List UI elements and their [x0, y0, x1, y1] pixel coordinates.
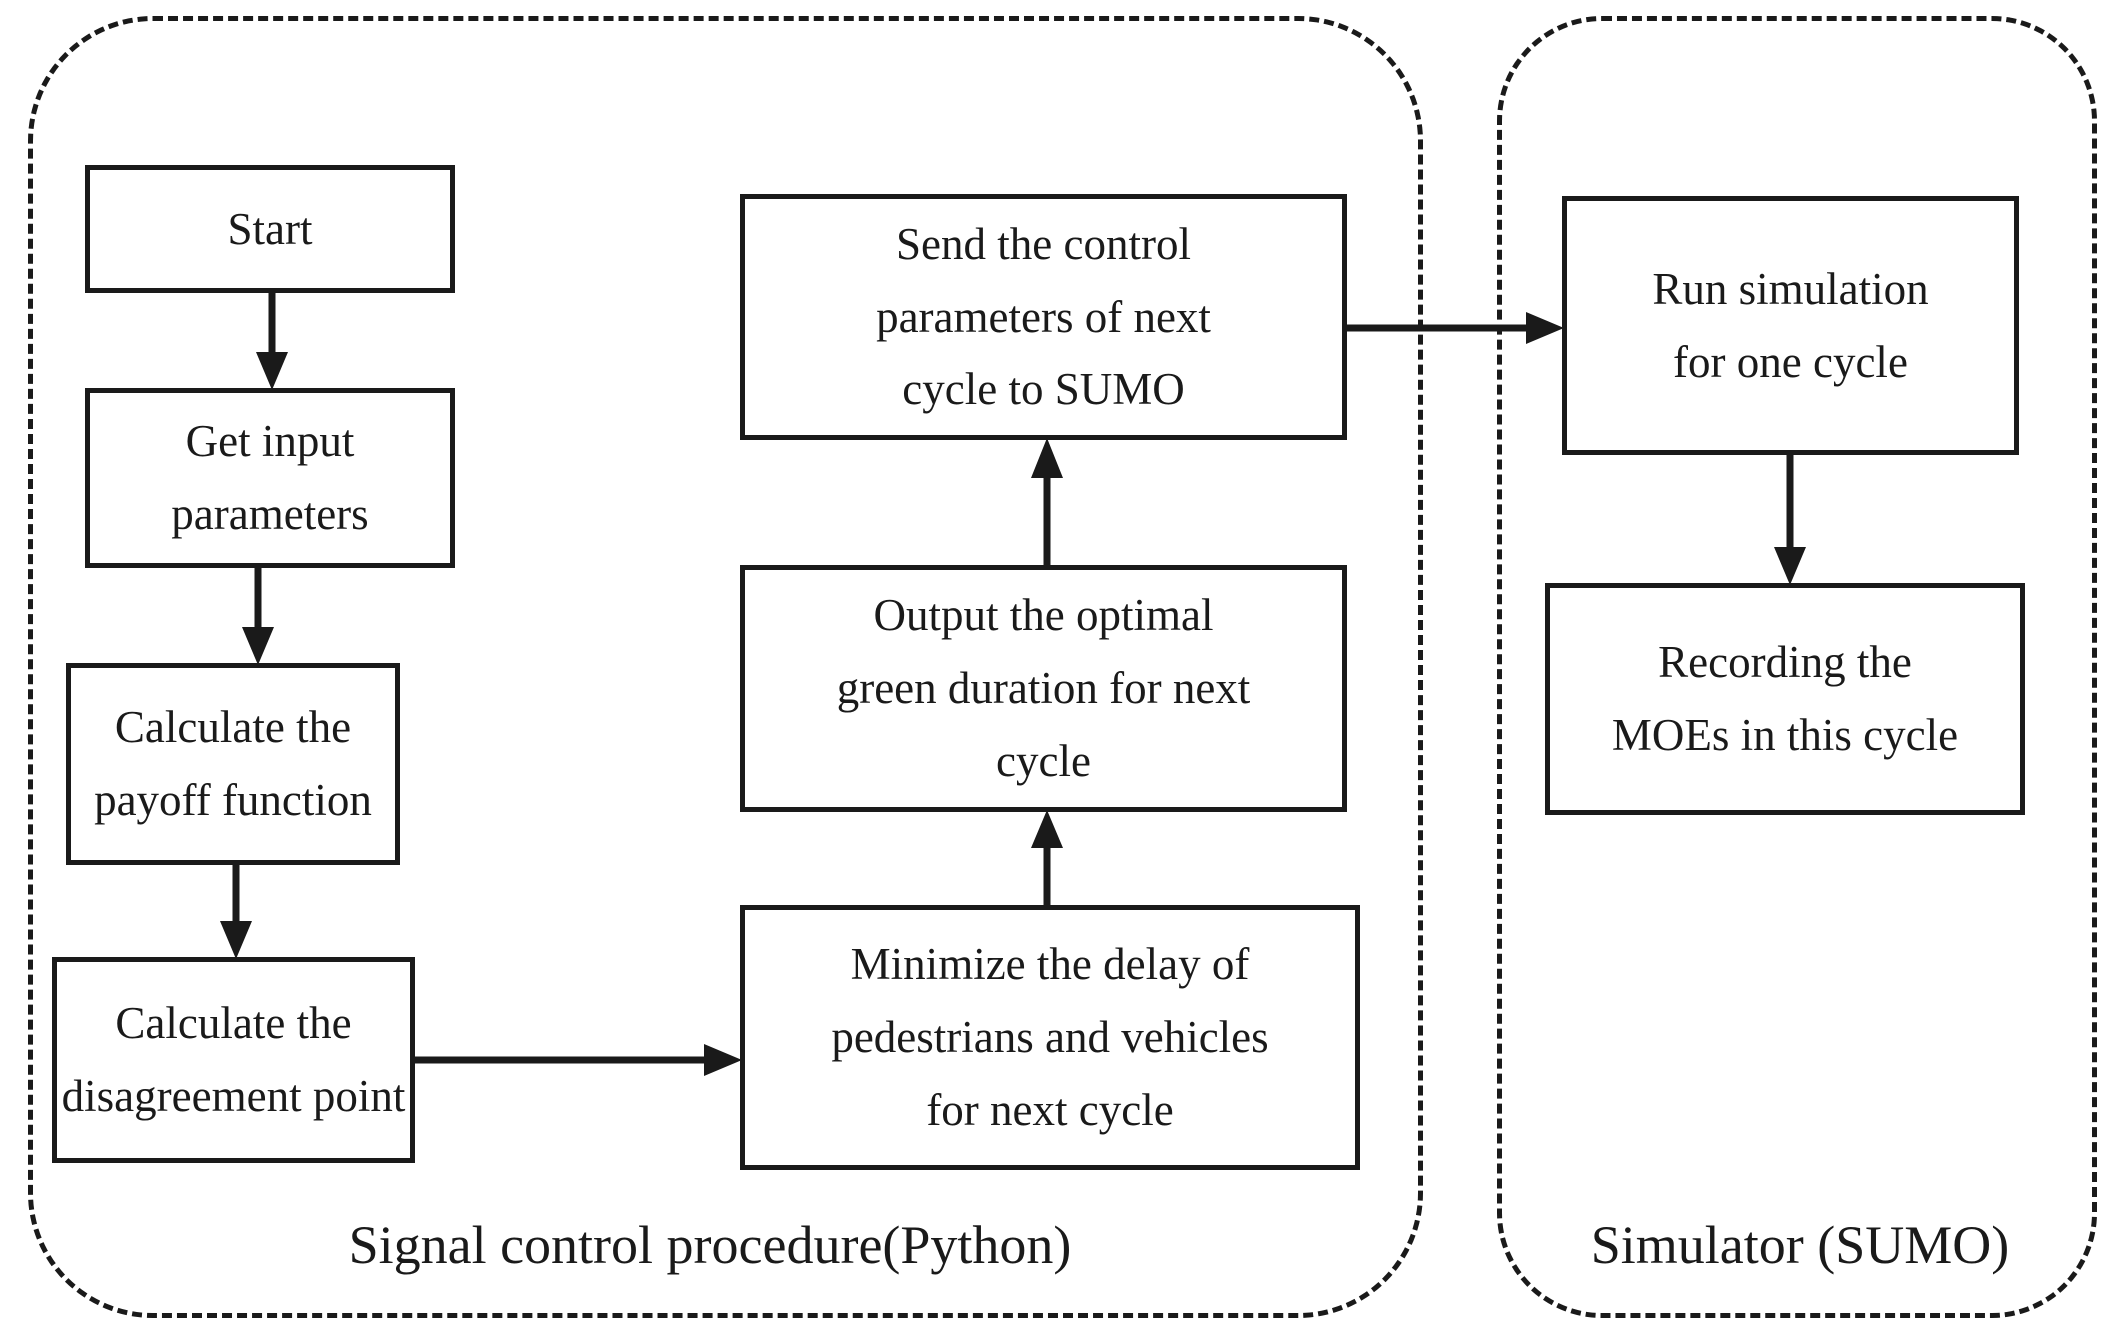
arrow-output-to-send [1031, 438, 1063, 565]
arrow-run-to-record [1774, 455, 1806, 585]
flow-node-get-input-parameters: Get input parameters [85, 388, 455, 568]
arrow-disagreement-to-minimize [415, 1044, 742, 1076]
arrow-payoff-to-disagreement [220, 865, 252, 959]
flow-node-run-simulation: Run simulation for one cycle [1562, 196, 2019, 455]
arrow-get-input-to-payoff [242, 568, 274, 665]
caption-signal-control-procedure: Signal control procedure(Python) [348, 1215, 1072, 1275]
arrow-send-to-run [1347, 312, 1564, 344]
flow-node-send-control-parameters: Send the control parameters of next cycl… [740, 194, 1347, 440]
container-signal-control-procedure [28, 16, 1423, 1318]
flow-node-calculate-payoff-function: Calculate the payoff function [66, 663, 400, 865]
flow-node-start: Start [85, 165, 455, 293]
container-simulator-sumo [1497, 16, 2097, 1318]
flow-node-recording-moes: Recording the MOEs in this cycle [1545, 583, 2025, 815]
flow-node-output-optimal-green-duration: Output the optimal green duration for ne… [740, 565, 1347, 812]
caption-simulator-sumo: Simulator (SUMO) [1590, 1215, 2010, 1275]
flow-node-minimize-delay: Minimize the delay of pedestrians and ve… [740, 905, 1360, 1170]
arrow-start-to-get-input [256, 293, 288, 390]
flow-node-calculate-disagreement-point: Calculate the disagreement point [52, 957, 415, 1163]
arrow-minimize-to-output [1031, 810, 1063, 905]
